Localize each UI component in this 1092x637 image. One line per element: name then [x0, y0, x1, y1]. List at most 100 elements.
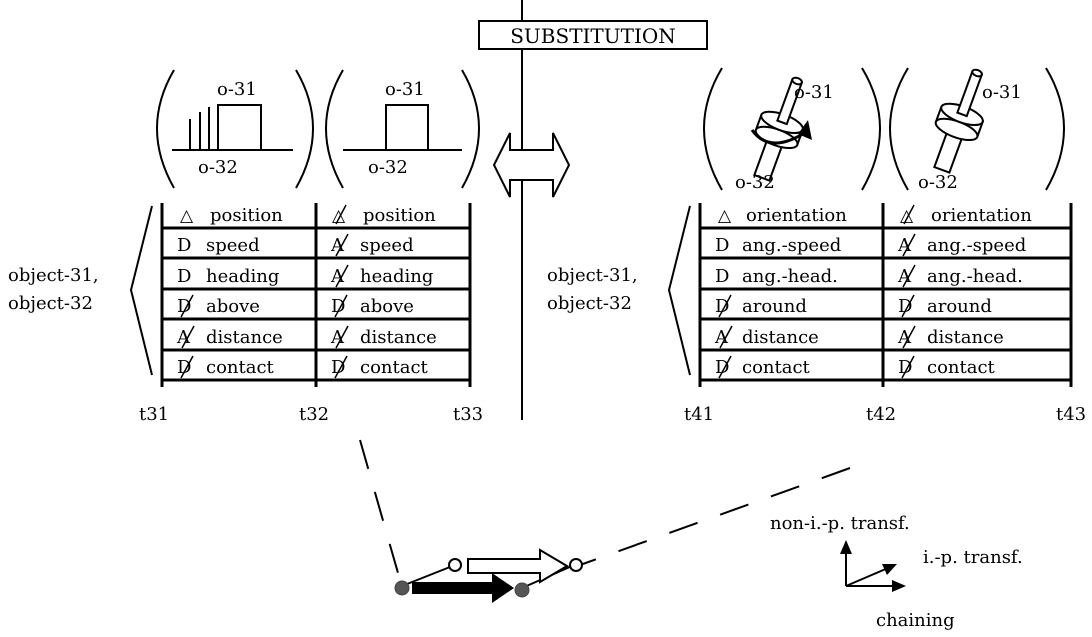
title-box	[478, 20, 708, 50]
right-row5-col2-symbol-negated: A	[897, 327, 912, 348]
right-row4-col2-negation-slash	[901, 294, 915, 318]
right-row1-col2-negation-slash	[903, 204, 915, 225]
transform-legend: non-i.-p. transf. i.-p. transf. chaining	[770, 513, 1023, 631]
right-row1-col2-label: orientation	[931, 205, 1032, 226]
left-row5-col1-label: distance	[206, 327, 283, 348]
right-row5-col2-label: distance	[927, 327, 1004, 348]
right-row6-col1-negation-slash	[718, 355, 732, 379]
object-31-box-1	[217, 104, 262, 151]
right-row5-col1-label: distance	[742, 327, 819, 348]
right-sketch-label-o31-2: o-31	[982, 82, 1022, 103]
left-paren-close-1	[295, 69, 314, 189]
left-row4-col1-symbol-negated: D	[177, 296, 191, 317]
time-label-t33: t33	[453, 404, 483, 425]
node-filled-end	[514, 582, 530, 598]
left-panel: o-31 o-32 o-31 o-32 object-31, object-32…	[8, 69, 483, 425]
right-row1-col1-symbol: △	[718, 206, 732, 226]
left-row4-col1-label: above	[206, 296, 260, 317]
time-label-t32: t32	[299, 404, 329, 425]
right-row2-col2-symbol-negated: A	[897, 235, 912, 256]
left-row5-col1-negation-slash	[181, 325, 195, 349]
left-row1-col1-label: position	[210, 205, 283, 226]
left-row6-col2-label: contact	[360, 357, 429, 378]
rotation-arrowhead	[798, 120, 812, 140]
node-open-end	[569, 558, 583, 572]
time-label-t41: t41	[684, 404, 714, 425]
right-row4-col2-label: around	[927, 296, 992, 317]
time-label-t42: t42	[866, 404, 896, 425]
sketch-label-o32-1: o-32	[198, 157, 238, 178]
left-row3-col2-negation-slash	[335, 264, 349, 288]
legend-label-ip-transf: i.-p. transf.	[923, 547, 1023, 568]
legend-arrowhead-right	[892, 580, 906, 592]
right-row2-col2-negation-slash	[902, 233, 916, 257]
right-panel: o-31 o-32 o-31 o-32 object-31, object-32…	[547, 67, 1086, 425]
left-row1-col2-label: position	[363, 205, 436, 226]
right-objects-label-1: object-31,	[547, 265, 638, 286]
left-row1-col1-symbol: △	[180, 206, 194, 226]
right-row3-col2-label: ang.-head.	[927, 266, 1023, 287]
right-row4-col2-symbol-negated: D	[898, 296, 912, 317]
right-angle-bracket	[667, 205, 691, 376]
right-row6-col2-symbol-negated: D	[898, 357, 912, 378]
left-row2-col1-symbol: D	[177, 235, 191, 256]
left-row5-col2-label: distance	[360, 327, 437, 348]
left-row2-col2-negation-slash	[335, 233, 349, 257]
right-sketch-label-o32-2: o-32	[918, 172, 958, 193]
right-row3-col2-symbol-negated: A	[897, 266, 912, 287]
dashed-connector-left	[359, 439, 401, 581]
sketch-label-o32-2: o-32	[368, 157, 408, 178]
left-row6-col1-symbol-negated: D	[177, 357, 191, 378]
right-paren-open-2	[889, 67, 909, 191]
left-row6-col1-label: contact	[206, 357, 275, 378]
left-objects-label-2: object-32	[8, 293, 93, 314]
right-paren-close-1	[861, 67, 881, 191]
right-row6-col1-symbol-negated: D	[715, 357, 729, 378]
left-row1-col2-negation-slash	[335, 204, 347, 225]
legend-arrowhead-diagonal	[882, 564, 897, 575]
right-row6-col2-negation-slash	[901, 355, 915, 379]
right-row6-col2-label: contact	[927, 357, 996, 378]
legend-label-chaining: chaining	[876, 610, 955, 631]
left-paren-open-1	[156, 69, 175, 189]
right-row3-col2-negation-slash	[902, 264, 916, 288]
right-row5-col1-negation-slash	[719, 325, 733, 349]
left-row5-col1-symbol-negated: A	[176, 327, 191, 348]
left-row4-col1-negation-slash	[180, 294, 194, 318]
substitution-double-arrow	[492, 132, 571, 198]
legend-axis-diagonal	[845, 567, 889, 587]
time-label-t31: t31	[139, 404, 169, 425]
connector-thin-left	[401, 566, 451, 587]
right-row3-col1-symbol: D	[715, 266, 729, 287]
left-row4-col2-negation-slash	[334, 294, 348, 318]
right-sketch-label-o31-1: o-31	[794, 82, 834, 103]
rod-32-cap	[971, 68, 983, 78]
left-row2-col1-label: speed	[206, 235, 260, 256]
sketch-label-o31-1: o-31	[217, 79, 257, 100]
dashed-connector-right	[579, 467, 851, 566]
right-row2-col1-symbol: D	[715, 235, 729, 256]
right-sketch-label-o32-1: o-32	[735, 172, 775, 193]
left-row4-col2-label: above	[360, 296, 414, 317]
left-row2-col2-symbol-negated: A	[330, 235, 345, 256]
right-row2-col1-label: ang.-speed	[742, 235, 841, 256]
left-paren-open-2	[325, 69, 344, 189]
left-row3-col2-label: heading	[360, 266, 433, 287]
left-objects-label-1: object-31,	[8, 265, 99, 286]
sketch-label-o31-2: o-31	[385, 79, 425, 100]
right-paren-open-1	[703, 67, 723, 191]
rotating-object-1	[753, 76, 805, 182]
right-row5-col2-negation-slash	[902, 325, 916, 349]
left-row5-col2-symbol-negated: A	[330, 327, 345, 348]
title: SUBSTITUTION	[510, 24, 676, 48]
ip-transf-arrow	[467, 548, 569, 584]
time-label-t43: t43	[1056, 404, 1086, 425]
right-row5-col1-symbol-negated: A	[714, 327, 729, 348]
left-row3-col1-symbol: D	[177, 266, 191, 287]
composition-diagram	[394, 548, 583, 603]
node-filled-start	[394, 580, 410, 596]
rotating-object-2	[933, 68, 985, 174]
right-row4-col1-label: around	[742, 296, 807, 317]
right-row6-col1-label: contact	[742, 357, 811, 378]
